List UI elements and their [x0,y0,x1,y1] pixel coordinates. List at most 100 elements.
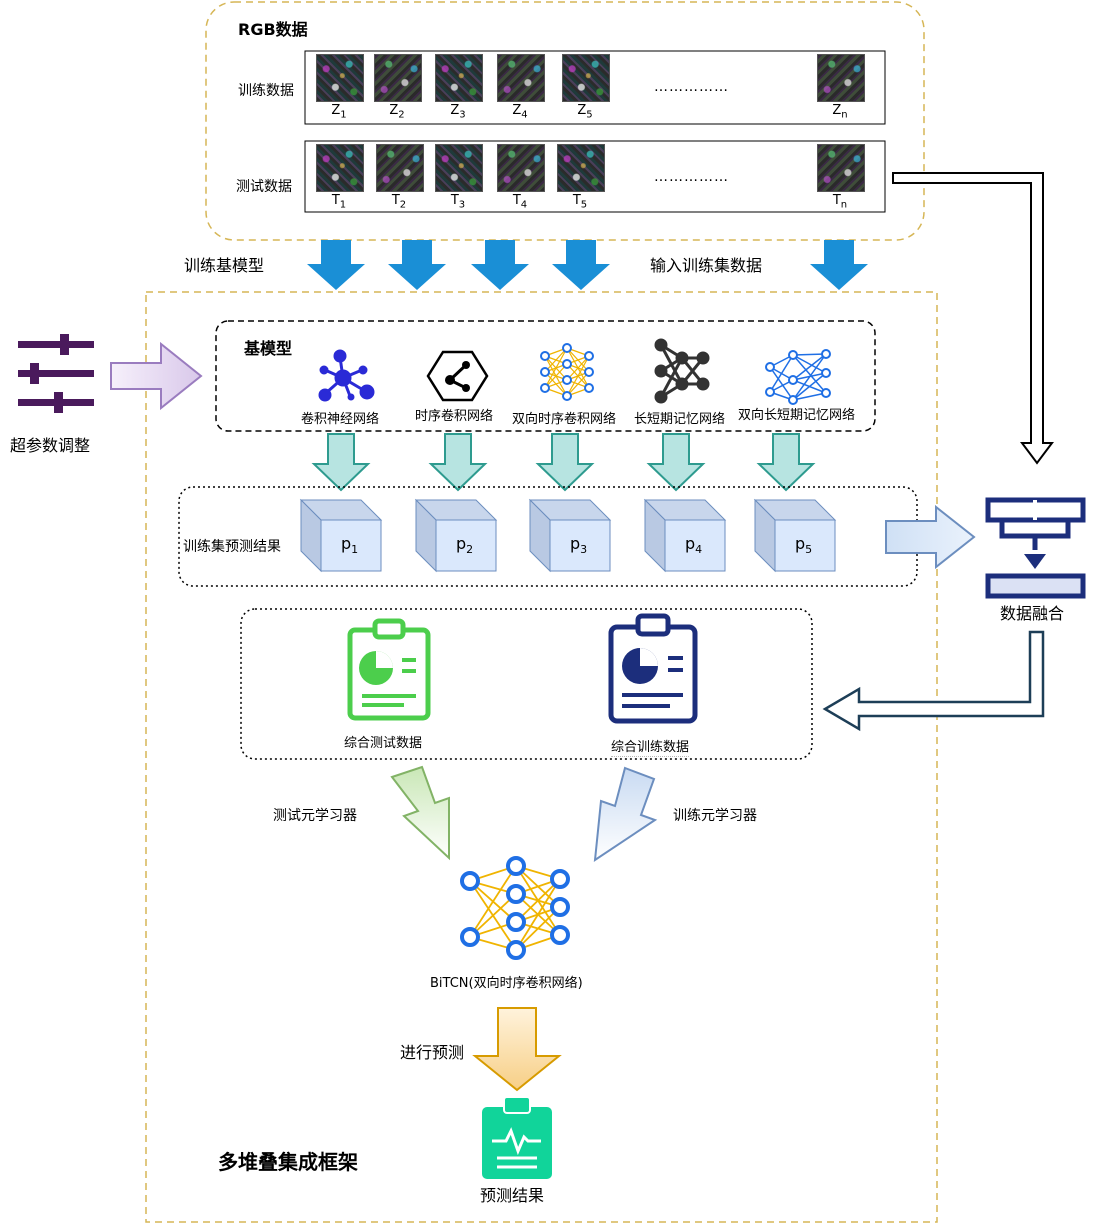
network-node [765,362,775,372]
train-ellipsis: …………… [654,79,729,95]
network-edge [792,392,827,401]
teal-down-arrow [535,433,595,492]
model-label-bilstm: 双向长短期记忆网络 [738,408,856,423]
network-node [550,925,570,945]
network-node [821,349,831,359]
blue-down-arrow [307,240,365,290]
blue-down-arrow [388,240,446,290]
prediction-cubes [299,498,837,573]
to-fusion-arrow [885,504,976,570]
blue-down-arrow [552,240,610,290]
train-caption: Z2 [389,103,405,121]
test-image [557,144,605,192]
network-node [788,395,798,405]
blue-down-arrow [471,240,529,290]
test-caption: T5 [572,193,588,211]
network-node [460,927,480,947]
network-node [540,383,550,393]
train-caption: Z1 [331,103,347,121]
network-node [460,871,480,891]
network-edge [792,354,827,394]
train-image [817,54,865,102]
network-edge [792,353,827,401]
test-to-fusion-arrow [892,172,1054,465]
navy-clipboard-icon [608,613,698,724]
data-fusion-label: 数据融合 [1000,604,1065,623]
input-train-label: 输入训练集数据 [650,256,763,275]
prediction-label: p1 [341,534,359,557]
prediction-cube [414,498,498,573]
prediction-label: p2 [456,534,474,557]
train-image [435,54,483,102]
network-node [821,388,831,398]
train-meta-arrow [593,766,658,863]
test-image [497,144,545,192]
network-node [654,364,668,378]
hyperparam-label: 超参数调整 [10,436,91,455]
prediction-label: p3 [570,534,588,557]
train-image [497,54,545,102]
test-ellipsis: …………… [654,169,729,185]
network-edge [792,354,827,374]
network-node [788,350,798,360]
green-clipboard-icon [347,618,431,721]
network-node [540,351,550,361]
test-image [316,144,364,192]
network-node [506,940,526,960]
train-meta-label: 训练元学习器 [673,808,757,824]
network-node [562,375,572,385]
teal-down-arrow [756,433,816,492]
predict-arrow [472,1007,562,1092]
network-node [562,391,572,401]
combined-data-container [240,608,813,760]
prediction-cube [299,498,383,573]
train-data-label: 训练数据 [238,83,294,99]
network-node [584,367,594,377]
test-image [376,144,424,192]
train-image [374,54,422,102]
network-edge [469,893,517,938]
test-caption: T4 [512,193,528,211]
train-caption: Z4 [512,103,528,121]
network-node [540,367,550,377]
network-node [584,351,594,361]
train-base-label: 训练基模型 [184,256,265,275]
result-label: 预测结果 [480,1186,545,1205]
train-image [316,54,364,102]
teal-down-arrow [311,433,371,492]
framework-title: 多堆叠集成框架 [218,1150,358,1174]
train-caption: Zn [832,103,848,121]
dark-network-icon [654,338,710,404]
network-node [765,387,775,397]
test-meta-label: 测试元学习器 [273,808,357,824]
test-image [817,144,865,192]
test-data-label: 测试数据 [236,179,292,195]
test-meta-arrow [390,765,450,861]
network-node [550,869,570,889]
teal-down-arrow [428,433,488,492]
network-edge [792,353,827,381]
network-node [562,343,572,353]
network-node [506,884,526,904]
blue-network-icon [765,349,831,405]
blue-down-arrows [307,240,868,290]
network-edge [769,354,794,393]
network-node [675,351,689,365]
network-node [675,377,689,391]
network-edge [544,363,568,389]
network-edge [659,357,684,398]
model-label-tcn: 时序卷积网络 [415,409,494,424]
train-caption: Z5 [577,103,593,121]
sliders-icon [18,334,94,413]
network-edge [566,355,590,381]
bitcn-label: BiTCN(双向时序卷积网络) [430,976,583,991]
bitcn-network-icon [460,856,570,960]
hyperparam-arrow [110,341,203,411]
prediction-label: p4 [685,534,703,557]
predict-label: 进行预测 [400,1043,465,1062]
network-node [788,375,798,385]
predictions-container [178,486,918,587]
rgb-data-title: RGB数据 [238,20,308,39]
model-label-bitcn: 双向时序卷积网络 [512,412,617,427]
prediction-cube [528,498,612,573]
